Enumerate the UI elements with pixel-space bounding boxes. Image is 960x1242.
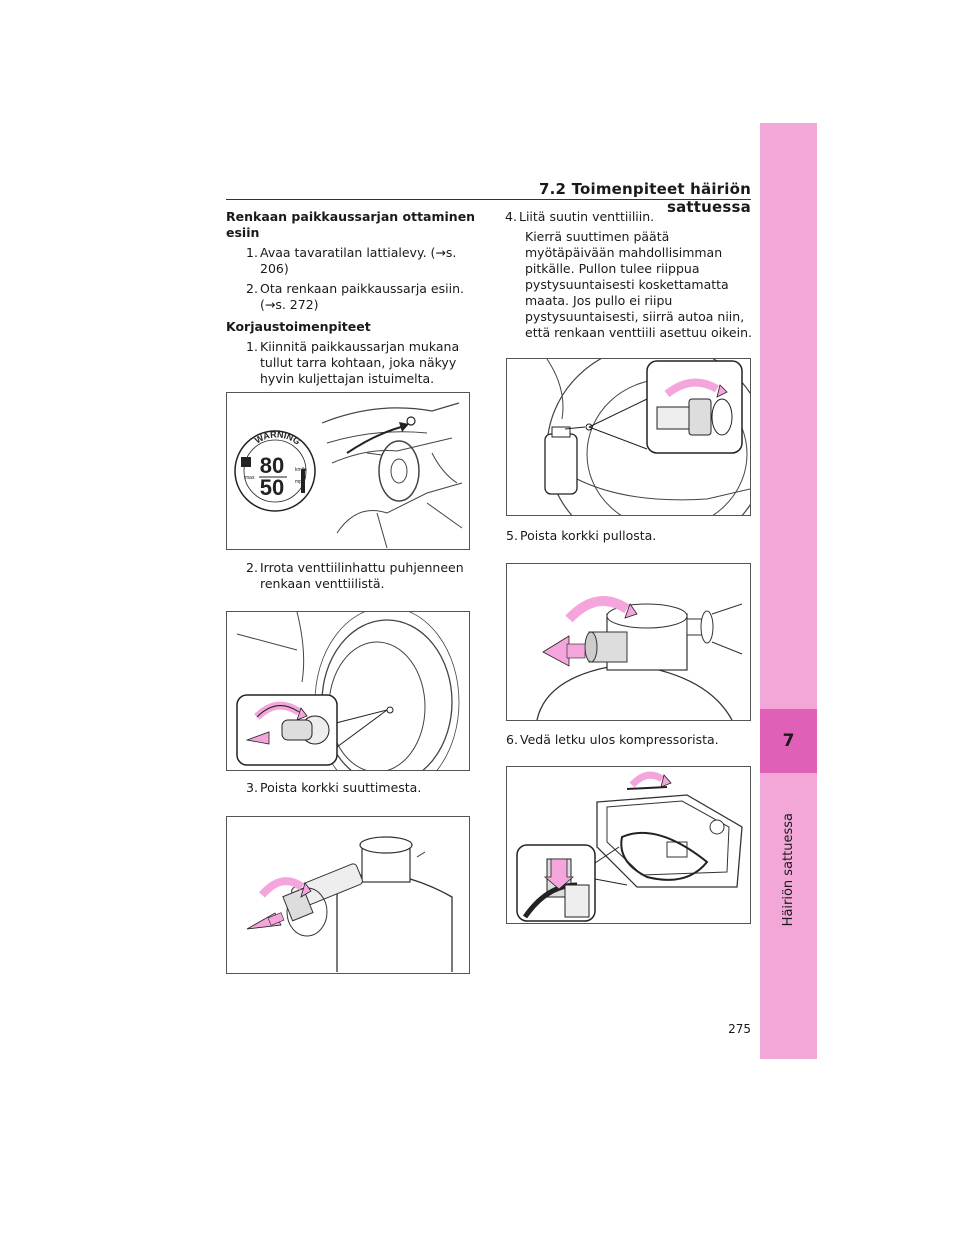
- sticker-max-label: max: [245, 475, 255, 481]
- connect-nozzle-illustration: [544, 359, 750, 515]
- right-column-top: 4. Liitä suutin venttiiliin. Kierrä suut…: [505, 209, 755, 345]
- compressor-hose-illustration: [516, 771, 743, 922]
- sticker-unit-mph: mph: [295, 479, 305, 485]
- chapter-label-tab: Häiriön sattuessa: [770, 790, 806, 950]
- section-title: 7.2 Toimenpiteet häiriön sattuessa: [538, 180, 751, 216]
- step-item: 1. Kiinnitä paikkaussarjan mukana tullut…: [246, 339, 460, 386]
- chapter-number: 7: [782, 731, 795, 751]
- step-item: 6.Vedä letku ulos kompressorista.: [506, 732, 719, 747]
- figure-connect-nozzle: [506, 358, 751, 516]
- step-note: Kierrä suuttimen päätä myötäpäivään mahd…: [525, 229, 752, 340]
- step-item: 5.Poista korkki pullosta.: [506, 528, 657, 543]
- left-column-top: Renkaan paikkaussarjan ottaminen esiin 1…: [226, 209, 476, 391]
- figure-bottle-cap: [506, 563, 751, 721]
- figure-compressor-hose: [506, 766, 751, 924]
- step-item: 1. Avaa tavaratilan lattialevy. (→s. 206…: [246, 245, 457, 276]
- step-item: 2.Irrota venttiilinhattu puhjenneen renk…: [246, 560, 464, 591]
- sticker-speed-bottom: 50: [260, 475, 284, 500]
- nozzle-cap-illustration: [246, 836, 453, 972]
- header-divider: [226, 199, 751, 200]
- sticker-unit-kmh: km/h: [295, 467, 306, 473]
- figure-sticker-dashboard: WARNING 80 50 km/h mph max: [226, 392, 470, 550]
- step-item: 2. Ota renkaan paikkaussarja esiin. (→s.…: [246, 281, 464, 312]
- chapter-label: Häiriön sattuessa: [780, 813, 796, 927]
- step-item: 4. Liitä suutin venttiiliin.: [505, 209, 655, 224]
- sticker-speed-top: 80: [260, 453, 284, 478]
- heading-take-out-kit: Renkaan paikkaussarjan ottaminen esiin: [226, 209, 476, 240]
- chapter-number-tab[interactable]: 7: [760, 709, 817, 773]
- heading-repair-steps: Korjaustoimenpiteet: [226, 319, 371, 334]
- valve-cap-illustration: [236, 612, 460, 770]
- figure-nozzle-cap: [226, 816, 470, 974]
- sticker-dashboard-illustration: WARNING 80 50 km/h mph max: [234, 402, 463, 549]
- page-number: 275: [728, 1022, 751, 1036]
- bottle-cap-illustration: [536, 596, 743, 720]
- step-item: 3.Poista korkki suuttimesta.: [246, 780, 422, 795]
- chapter-tab-strip: [760, 123, 817, 1059]
- figure-valve-cap: [226, 611, 470, 771]
